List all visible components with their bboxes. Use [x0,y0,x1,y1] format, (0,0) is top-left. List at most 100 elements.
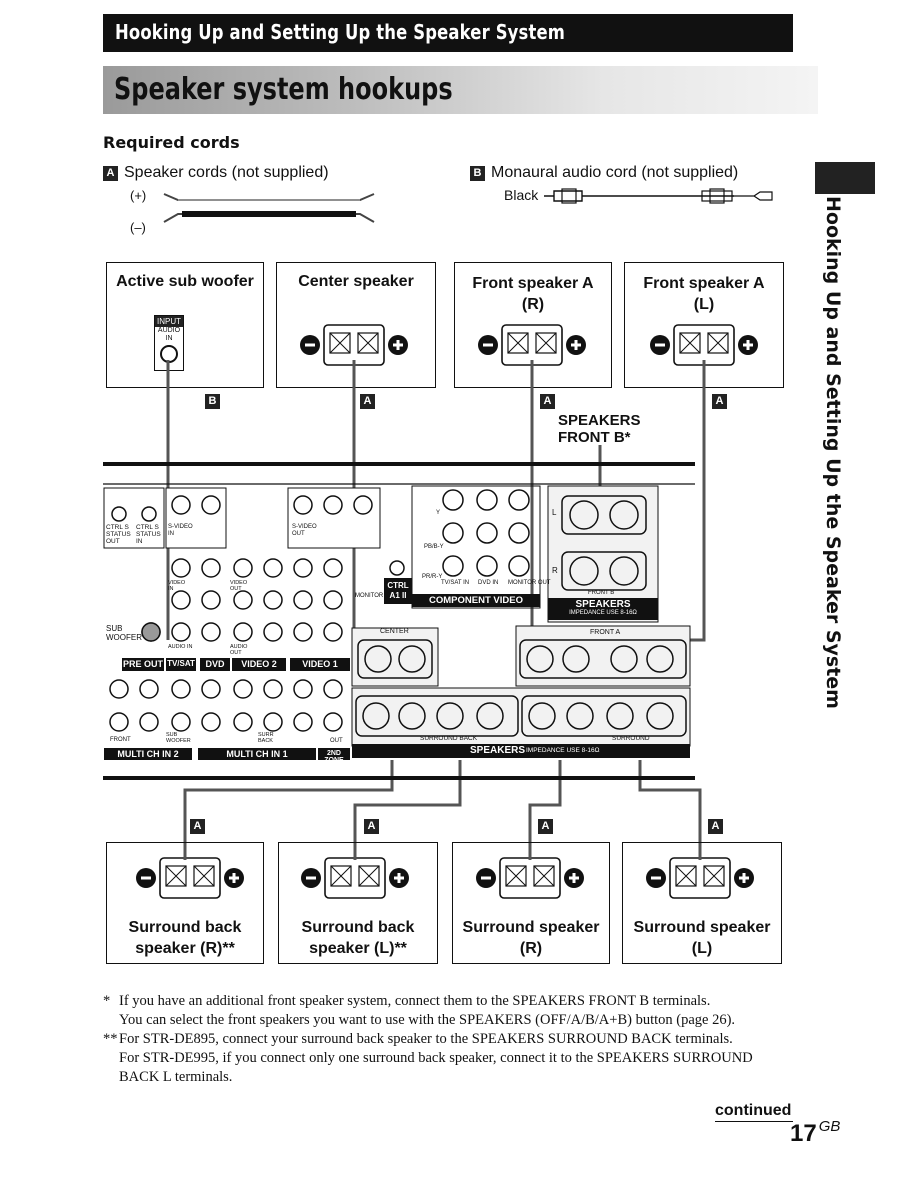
cord-tag-a: A [538,819,553,834]
speaker-cord-illustration [163,193,375,223]
out-label: OUT [330,738,343,744]
speaker-name-line2: speaker (R)** [135,940,235,957]
section-header-bar: Hooking Up and Setting Up the Speaker Sy… [103,14,793,52]
pr-label: PR/R-Y [422,574,443,580]
video-in-label: VIDEO IN [168,580,186,592]
monitor-label: MONITOR [355,593,384,599]
footnote-1: * If you have an additional front speaker… [103,992,735,1030]
speakers-label-b: SPEAKERS [575,599,631,610]
cord-tag-a: A [190,819,205,834]
speaker-box-surround-back-r: Surround back speaker (R)** [106,842,264,964]
required-cords-heading: Required cords [103,133,240,152]
speaker-name: Center speaker [298,273,414,290]
footnote-2: **For STR-DE895, connect your surround b… [103,1030,753,1087]
cord-b-label: B Monaural audio cord (not supplied) [470,164,738,182]
page-number-suffix: GB [818,1118,841,1135]
footnote-1-line1: If you have an additional front speaker … [119,993,711,1009]
ctrl-s-out-label: CTRL S STATUS OUT [106,524,131,545]
footnote-2-mark: ** [103,1031,118,1047]
page-title-bar: Speaker system hookups [103,66,818,114]
speaker-name-line1: Surround back [301,919,415,936]
y-label: Y [436,510,441,516]
impedance-label-main: IMPEDANCE USE 8-16Ω [526,747,600,754]
speaker-name: Active sub woofer [116,273,254,290]
footnote-1-mark: * [103,993,111,1009]
page-title: Speaker system hookups [114,72,453,107]
in-label: IN [165,335,173,342]
speaker-box-surround-l: Surround speaker (L) [622,842,782,964]
side-tab-marker [815,162,875,194]
speakers-front-b-callout: SPEAKERS FRONT B* [558,412,641,446]
video2-label: VIDEO 2 [241,659,277,669]
multi-ch-in-2-label: MULTI CH IN 2 [117,749,179,759]
video-out-label: VIDEO OUT [230,580,248,592]
front-b-label: FRONT B [588,590,615,596]
cord-tag-a: A [360,394,375,409]
2nd-zone-label: 2ND ZONE [324,750,344,764]
speaker-name-line2: (R) [519,940,543,957]
speaker-name-line1: Front speaker A [643,275,765,292]
tvsat-in-label: TV/SAT IN [441,580,470,586]
continued-label: continued [715,1102,792,1119]
footnote-2-line3: BACK L terminals. [119,1069,233,1085]
speaker-name-line2: (L) [693,296,715,313]
footnote-2-line2: For STR-DE995, if you connect only one s… [119,1050,753,1066]
continued-rule [715,1121,793,1122]
cord-tag-a: A [540,394,555,409]
audio-out-label: AUDIO OUT [230,644,248,656]
cord-minus-label: (–) [130,220,146,235]
speaker-name-line2: (R) [521,296,545,313]
speakers-front-b-line1: SPEAKERS [558,412,641,429]
r-label: R [552,566,558,575]
svideo-in-label: S-VIDEO IN [168,524,193,537]
speakers-label-main: SPEAKERS [470,745,526,756]
speaker-box-subwoofer: Active sub woofer INPUT AUDIO IN [106,262,264,388]
svideo-out-label: S-VIDEO OUT [292,524,317,537]
multi-ch-in-1-label: MULTI CH IN 1 [226,749,288,759]
video1-label: VIDEO 1 [302,659,338,669]
speaker-box-surround-r: Surround speaker (R) [452,842,610,964]
subwoofer-small-label: SUB WOOFER [166,732,191,744]
front-small-label: FRONT [110,737,131,743]
cord-tag-b: B [205,394,220,409]
input-label: INPUT [155,316,183,327]
speaker-box-surround-back-l: Surround back speaker (L)** [278,842,438,964]
cord-plus-label: (+) [130,188,147,203]
speaker-name-line1: Surround speaker [462,919,600,936]
speaker-name-line1: Surround back [128,919,242,936]
speaker-name-line2: speaker (L)** [309,940,407,957]
dvd-in-label: DVD IN [478,580,499,586]
cord-a-label: A Speaker cords (not supplied) [103,164,329,182]
ctrl-label: CTRL A1 II [387,581,409,600]
impedance-label-b: IMPEDANCE USE 8-16Ω [569,610,637,616]
pre-out-label: PRE OUT [122,659,163,669]
subwoofer-out-label: SUB WOOFER [106,624,142,642]
audio-label: AUDIO [157,327,181,334]
cord-b-letter: B [470,166,485,181]
speaker-name-line1: Surround speaker [633,919,771,936]
page-number-value: 17 [790,1120,817,1147]
speaker-name-line2: (L) [691,940,713,957]
cord-a-text: Speaker cords (not supplied) [124,164,329,181]
monitor-out-label: MONITOR OUT [508,580,551,586]
footnote-1-line2: You can select the front speakers you wa… [119,1012,736,1028]
tvsat-label: TV/SAT [167,659,195,668]
center-label: CENTER [380,628,409,635]
pb-label: PB/B-Y [424,544,444,550]
cord-a-letter: A [103,166,118,181]
cord-tag-a: A [712,394,727,409]
cord-b-color: Black [504,187,539,203]
mono-audio-cord-illustration [544,188,773,204]
cord-tag-a: A [708,819,723,834]
footnote-2-line1: For STR-DE895, connect your surround bac… [119,1031,733,1047]
audio-in-label: AUDIO IN [168,644,193,650]
speaker-name-line1: Front speaker A [472,275,594,292]
front-a-label: FRONT A [590,629,621,636]
surr-back-label: SURR BACK [258,732,274,744]
component-video-label: COMPONENT VIDEO [429,595,523,606]
cord-b-text: Monaural audio cord (not supplied) [491,164,739,181]
ctrl-s-in-label: CTRL S STATUS IN [136,524,161,545]
surround-back-label: SURROUND BACK [420,735,478,742]
